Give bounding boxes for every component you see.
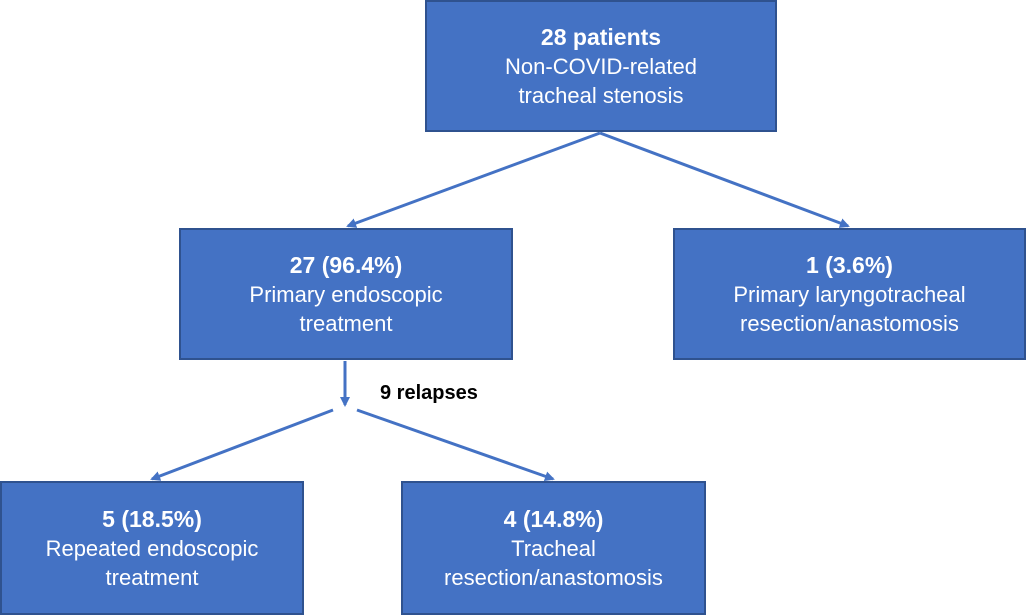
- node-lar-count: 1 (3.6%): [806, 251, 893, 278]
- node-tracheal-resection: 4 (14.8%) Tracheal resection/anastomosis: [401, 481, 706, 615]
- arrow-root-to-endo: [346, 131, 601, 228]
- node-trach-description: Tracheal resection/anastomosis: [444, 535, 663, 590]
- node-endo-count: 27 (96.4%): [289, 251, 403, 278]
- arrow-split-to-tracheal: [356, 408, 555, 482]
- node-primary-laryngotracheal: 1 (3.6%) Primary laryngotracheal resecti…: [673, 228, 1026, 360]
- node-lar-description: Primary laryngotracheal resection/anasto…: [733, 281, 966, 336]
- node-trach-count: 4 (14.8%): [503, 505, 604, 532]
- node-rep-count: 5 (18.5%): [102, 505, 202, 532]
- node-rep-description: Repeated endoscopic treatment: [45, 535, 259, 590]
- node-primary-endoscopic: 27 (96.4%) Primary endoscopic treatment: [179, 228, 513, 360]
- node-root-count: 28 patients: [540, 23, 662, 50]
- edge-label-relapses: 9 relapses: [380, 382, 478, 404]
- node-root-description: Non-COVID-related tracheal stenosis: [505, 53, 697, 108]
- arrow-root-to-laryngotracheal: [599, 131, 850, 228]
- node-endo-description: Primary endoscopic treatment: [249, 281, 443, 336]
- arrow-split-to-repeated: [150, 408, 334, 481]
- node-root-patients: 28 patients Non-COVID-related tracheal s…: [425, 0, 777, 132]
- node-repeated-endoscopic: 5 (18.5%) Repeated endoscopic treatment: [0, 481, 304, 615]
